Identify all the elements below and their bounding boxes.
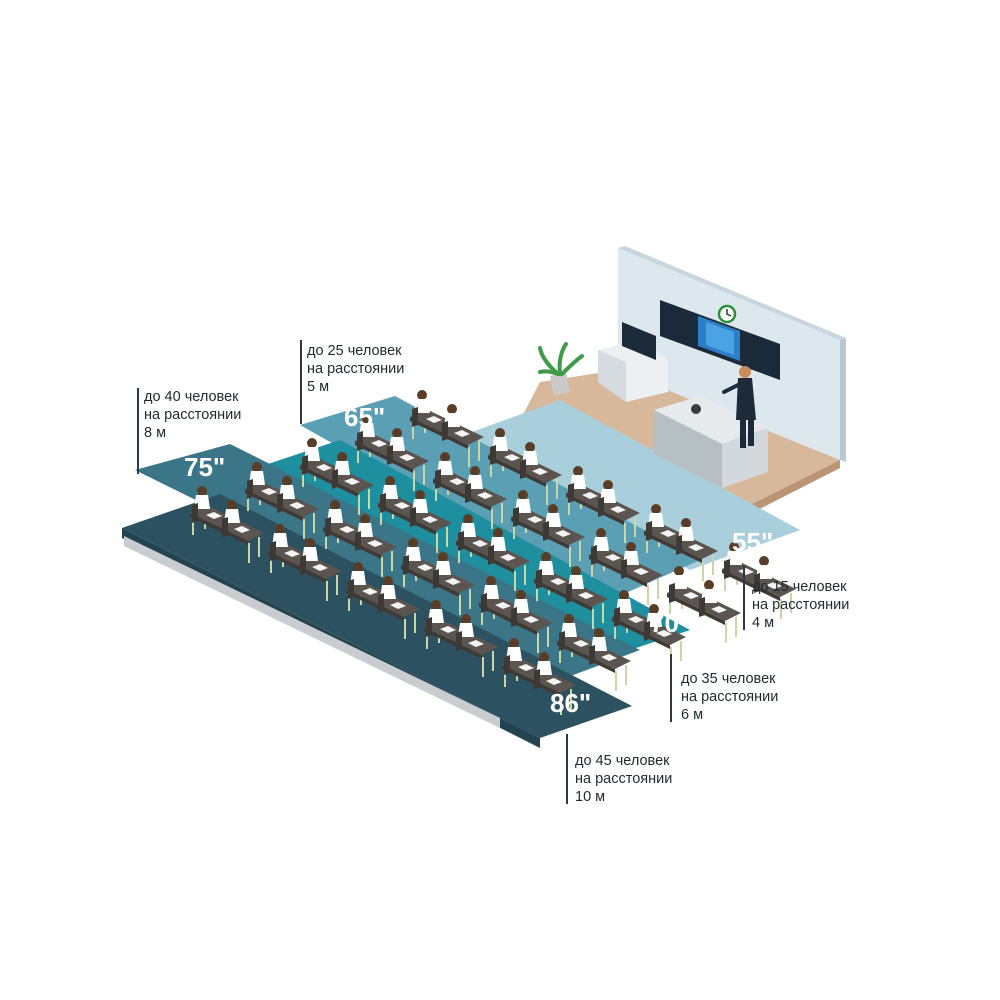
zone-note-86-line1: до 45 человек bbox=[575, 753, 670, 769]
zone-note-55-line1: до 15 человек bbox=[752, 579, 847, 595]
zone-label-70: 70" bbox=[650, 608, 691, 638]
zone-note-55-line3: 4 м bbox=[752, 615, 775, 631]
zone-note-70: до 35 человек на расстоянии 6 м bbox=[681, 670, 778, 724]
student-rows bbox=[190, 390, 796, 715]
student-desk bbox=[511, 490, 585, 567]
student-desk bbox=[612, 590, 686, 667]
interactive-display bbox=[660, 300, 780, 380]
small-tv bbox=[622, 322, 656, 360]
student-desk bbox=[300, 438, 374, 515]
base-slab bbox=[124, 536, 500, 728]
zone-55-floor bbox=[450, 400, 800, 570]
leader-line-65 bbox=[300, 340, 302, 424]
zone-label-65: 65" bbox=[344, 402, 385, 432]
zone-note-86-line3: 10 м bbox=[575, 789, 606, 805]
zone-label-75: 75" bbox=[184, 452, 225, 482]
leader-line-55 bbox=[743, 566, 745, 630]
student-desk bbox=[190, 486, 264, 563]
student-desk bbox=[502, 638, 576, 715]
student-desk bbox=[323, 500, 397, 577]
student-desk bbox=[566, 466, 640, 543]
zone-note-55-line2: на расстоянии bbox=[752, 597, 850, 613]
student-desk bbox=[346, 562, 420, 639]
student-desk bbox=[488, 428, 562, 505]
student-desk bbox=[589, 528, 663, 605]
zone-note-55: до 15 человек на расстоянии 4 м bbox=[752, 578, 849, 632]
zone-note-75-line3: 8 м bbox=[144, 425, 167, 441]
zone-note-65: до 25 человек на расстоянии 5 м bbox=[307, 342, 404, 396]
student-desk bbox=[456, 514, 530, 591]
student-desk bbox=[667, 566, 741, 643]
student-desk bbox=[433, 452, 507, 529]
zone-note-65-line1: до 25 человек bbox=[307, 343, 402, 359]
teacher-figure bbox=[722, 366, 756, 448]
student-desk bbox=[410, 390, 484, 467]
wall-clock bbox=[717, 304, 737, 324]
zone-note-86: до 45 человек на расстоянии 10 м bbox=[575, 752, 672, 806]
zone-note-70-line1: до 35 человек bbox=[681, 671, 776, 687]
teacher-desk bbox=[654, 396, 768, 488]
student-desk bbox=[557, 614, 631, 691]
zone-note-75-line1: до 40 человек bbox=[144, 389, 239, 405]
student-desk bbox=[722, 542, 796, 619]
student-desk bbox=[534, 552, 608, 629]
zone-note-86-line2: на расстоянии bbox=[575, 771, 673, 787]
zone-note-75: до 40 человек на расстоянии 8 м bbox=[144, 388, 241, 442]
student-desk bbox=[378, 476, 452, 553]
zone-label-55: 55" bbox=[732, 527, 773, 557]
student-desk bbox=[268, 524, 342, 601]
student-desk bbox=[401, 538, 475, 615]
student-desk bbox=[355, 414, 429, 491]
zone-note-65-line2: на расстоянии bbox=[307, 361, 405, 377]
student-desk bbox=[479, 576, 553, 653]
zone-note-70-line3: 6 м bbox=[681, 707, 704, 723]
zone-note-75-line2: на расстоянии bbox=[144, 407, 242, 423]
zone-note-70-line2: на расстоянии bbox=[681, 689, 779, 705]
zone-label-86: 86" bbox=[550, 688, 591, 718]
leader-line-75 bbox=[137, 388, 139, 474]
leader-line-70 bbox=[670, 654, 672, 722]
student-desk bbox=[245, 462, 319, 539]
plant bbox=[538, 342, 584, 396]
zone-note-65-line3: 5 м bbox=[307, 379, 330, 395]
student-desk bbox=[424, 600, 498, 677]
leader-line-86 bbox=[566, 734, 568, 804]
student-desk bbox=[644, 504, 718, 581]
